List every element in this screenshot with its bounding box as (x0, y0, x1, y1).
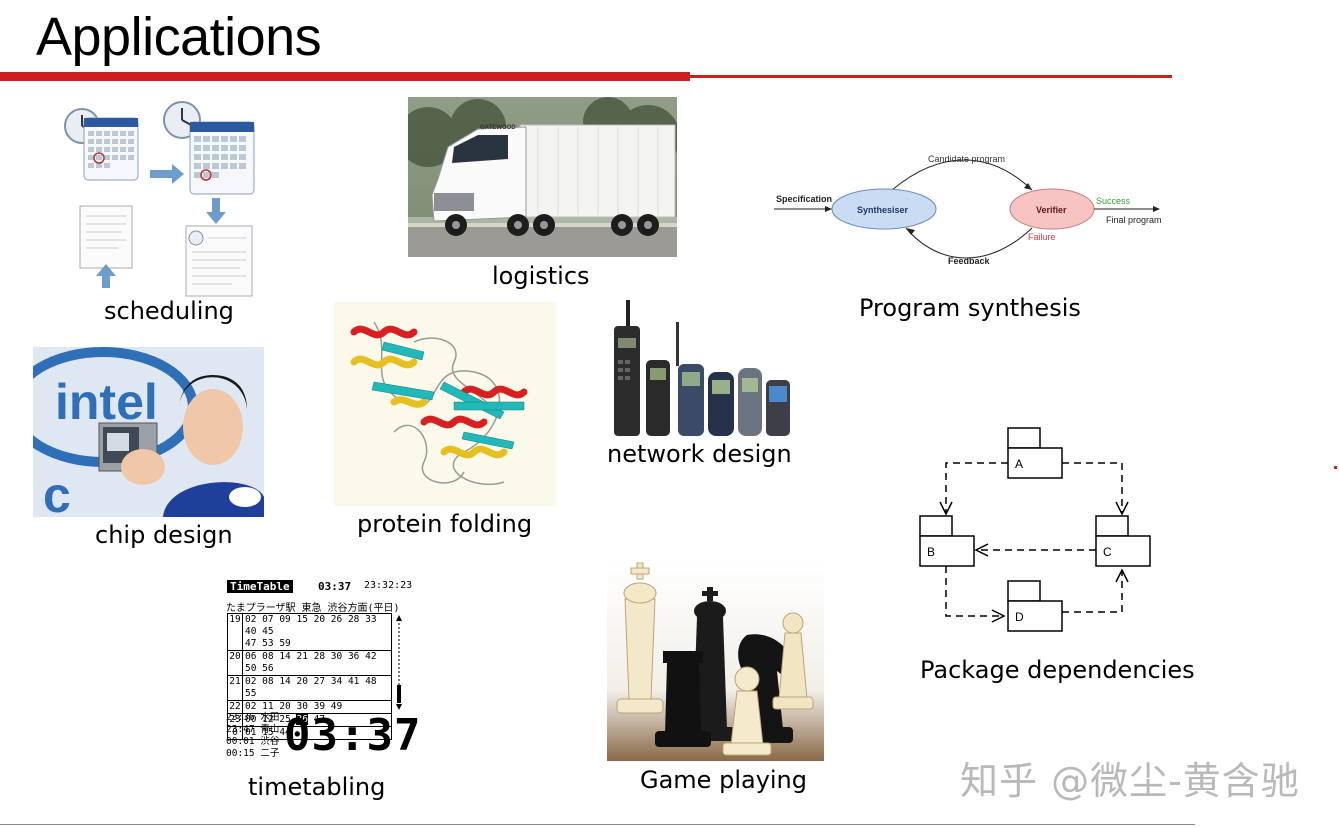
label-candidate: Candidate program (928, 154, 1005, 164)
label-feedback: Feedback (948, 256, 991, 266)
phone-icon (646, 360, 670, 436)
title-rule-thin (690, 75, 1172, 78)
caption-timetabling: timetabling (248, 773, 386, 801)
timetable-scrollbar[interactable] (396, 615, 402, 710)
hour-cell: 19 (228, 614, 243, 650)
hour-cell: 23 (228, 714, 243, 726)
label-verifier: Verifier (1036, 205, 1067, 215)
table-row: 22 02 11 20 30 39 49 (228, 701, 391, 714)
table-row: 19 02 07 09 15 20 26 28 33 40 45 47 53 5… (228, 614, 391, 651)
svg-text:c: c (43, 467, 71, 517)
caption-game-playing: Game playing (640, 766, 808, 794)
phone-icon (614, 300, 640, 436)
table-row: 0 01 15 44 (228, 727, 391, 739)
phone-icon (676, 322, 704, 436)
minutes-pre: 00 12 25 (245, 714, 297, 725)
table-row: 23 00 12 25 36 47 (228, 714, 391, 727)
label-specification: Specification (776, 194, 832, 204)
white-pawn-icon (772, 612, 814, 710)
phone-icon (766, 380, 790, 436)
timetable-stations: 23:36 水田 23:47 青山 00:01 渋谷 00:15 二子 (226, 712, 280, 759)
timetable-current-time: 23:32:23 (364, 580, 413, 591)
label-final-program: Final program (1106, 215, 1162, 225)
hour-cell: 0 (228, 727, 243, 739)
timetable-route: たまプラーザ駅 東急 渋谷方面(平日) (226, 603, 400, 614)
timetable-screen: TimeTable 03:37 23:32:23 たまプラーザ駅 東急 渋谷方面… (226, 579, 420, 761)
timetable-big-clock: 03:37 (284, 710, 422, 761)
bottom-rule (0, 824, 1195, 825)
timetable-grid: 19 02 07 09 15 20 26 28 33 40 45 47 53 5… (227, 613, 392, 740)
network-design-image (606, 298, 792, 440)
program-synthesis-diagram: Candidate program Specification Synthesi… (770, 146, 1170, 270)
truck-brand: GATEWOOD (480, 125, 516, 131)
label-success: Success (1096, 196, 1131, 206)
minutes-post: 47 (307, 714, 326, 725)
white-king-icon (616, 562, 664, 714)
minutes-highlight: 36 (296, 714, 308, 725)
table-row: 20 06 08 14 21 28 30 36 42 50 56 (228, 651, 391, 676)
arrow-down-icon (206, 198, 226, 224)
caption-program-synthesis: Program synthesis (859, 294, 1081, 322)
arrow-up-icon (96, 264, 116, 288)
black-rook-icon (655, 651, 711, 747)
minutes-cell: 02 07 09 15 20 26 28 33 40 45 47 53 59 (245, 614, 377, 649)
package-dependencies-diagram: A B C D (916, 426, 1156, 636)
scheduling-image (62, 98, 262, 298)
minutes-cell: 06 08 14 21 28 30 36 42 50 56 (245, 651, 383, 674)
hour-cell: 20 (228, 651, 243, 675)
decorative-dot (1334, 466, 1337, 469)
document-icon (79, 205, 133, 269)
label-failure: Failure (1028, 232, 1056, 242)
package-c-label: C (1103, 545, 1112, 559)
intel-logo: intel (55, 374, 158, 430)
title-rule-thick (0, 72, 690, 81)
package-b-label: B (927, 545, 935, 559)
caption-chip-design: chip design (95, 521, 233, 549)
chip-design-image: intel c (33, 347, 264, 517)
caption-package-dependencies: Package dependencies (920, 656, 1195, 684)
label-synthesiser: Synthesiser (857, 205, 909, 215)
caption-network-design: network design (607, 440, 792, 468)
minutes-cell: 01 15 44 (245, 727, 291, 738)
table-row: 21 02 08 14 20 27 34 41 48 55 (228, 676, 391, 701)
watermark: 知乎 @微尘-黄含驰 (960, 759, 1300, 803)
white-pawn-icon (722, 666, 772, 756)
timetable-header: TimeTable 03:37 23:32:23 (226, 579, 412, 595)
slide-title: Applications (36, 7, 322, 67)
logistics-image: GATEWOOD (408, 97, 677, 257)
phone-icon (708, 372, 734, 436)
minutes-cell: 02 08 14 20 27 34 41 48 55 (245, 676, 383, 699)
package-a-label: A (1015, 457, 1023, 471)
minutes-cell: 00 12 25 36 47 (243, 714, 391, 726)
game-playing-image (607, 559, 824, 761)
timetable-title: TimeTable (227, 580, 293, 593)
phone-icon (738, 368, 762, 436)
caption-logistics: logistics (492, 262, 590, 290)
calendar-icon (83, 117, 139, 181)
arrow-right-icon (150, 164, 184, 184)
package-d-label: D (1015, 610, 1024, 624)
protein-folding-image (334, 302, 556, 506)
timetable-clock-small: 03:37 (318, 580, 352, 593)
hour-cell: 21 (228, 676, 243, 700)
calendar-icon (189, 121, 255, 195)
hour-cell: 22 (228, 701, 243, 713)
minutes-cell: 02 11 20 30 39 49 (245, 701, 343, 712)
caption-protein-folding: protein folding (357, 510, 533, 538)
caption-scheduling: scheduling (104, 297, 234, 325)
document-icon (185, 225, 253, 297)
